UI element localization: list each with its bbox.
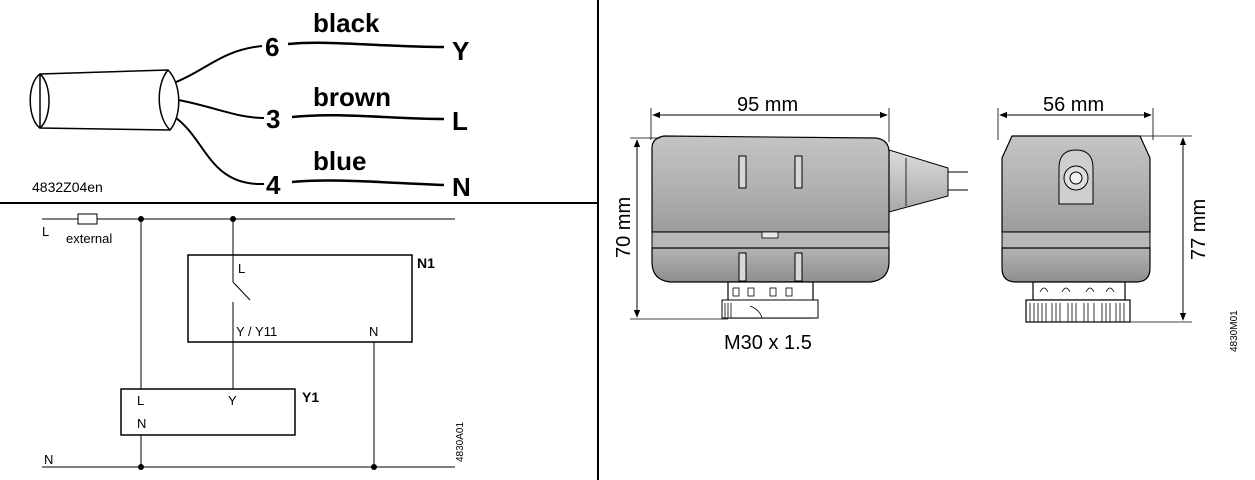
schematic-doc-code: 4830A01 [455, 422, 466, 462]
controller-name: N1 [417, 255, 435, 271]
controller-pin-L: L [238, 261, 245, 276]
wire-line-brown [291, 113, 445, 121]
vent-slot [738, 252, 747, 282]
wire-terminal-N: N [452, 172, 471, 202]
cable-illustration [29, 69, 180, 131]
line-L-label: L [42, 224, 49, 239]
wire-terminal-Y: Y [452, 36, 469, 66]
side-coupling [1032, 281, 1126, 301]
dimension-doc-code: 4830M01 [1229, 310, 1240, 352]
switch-contact [232, 281, 251, 301]
wiring-doc-code: 4832Z04en [32, 179, 103, 195]
front-body-upper [651, 135, 890, 233]
wiring-panel: 6 black Y 3 brown L 4 blue N 4832Z04en [29, 8, 471, 202]
line-N-label: N [44, 452, 53, 467]
wire-brown [177, 99, 265, 119]
junction-dot [371, 464, 377, 470]
front-height-label: 70 mm [613, 197, 635, 258]
wire-number-6: 6 [265, 32, 279, 62]
wire-number-4: 4 [266, 170, 281, 200]
junction-dot [230, 216, 236, 222]
wire-line-black [287, 41, 445, 49]
controller-pin-N: N [369, 324, 378, 339]
junction-dot [138, 216, 144, 222]
dimension-panel: 95 mm [613, 94, 1240, 354]
vent-slot [794, 155, 803, 189]
thread-label: M30 x 1.5 [724, 332, 812, 354]
front-view: 95 mm [613, 94, 968, 354]
controller-box [187, 254, 413, 343]
actuator-pin-N: N [137, 416, 146, 431]
side-height-label: 77 mm [1188, 199, 1210, 260]
wire-line-blue [291, 179, 445, 187]
junction-dot [138, 464, 144, 470]
actuator-box [120, 388, 296, 436]
wire-black [175, 45, 263, 83]
vent-slot [738, 155, 747, 189]
actuator-pin-Y: Y [228, 393, 237, 408]
front-body-lower [651, 247, 890, 283]
cable-gland [888, 149, 949, 213]
fuse-label: external [66, 231, 112, 246]
wire-color-black: black [313, 8, 380, 38]
schematic-panel: L external N N1 L Y / Y11 N Y1 L Y N 483… [42, 213, 466, 470]
side-width-label: 56 mm [1043, 94, 1104, 116]
side-body-lower [1001, 247, 1151, 283]
fuse-symbol [77, 213, 98, 225]
wire-color-brown: brown [313, 82, 391, 112]
vent-slot [794, 252, 803, 282]
front-width-label: 95 mm [737, 94, 798, 116]
side-band [1001, 231, 1151, 249]
wire-terminal-L: L [452, 106, 468, 136]
side-view: 56 mm [997, 94, 1240, 352]
wire-number-3: 3 [266, 104, 280, 134]
wire-color-blue: blue [313, 146, 366, 176]
actuator-name: Y1 [302, 389, 319, 405]
wire-blue [175, 117, 265, 186]
actuator-pin-L: L [137, 393, 144, 408]
controller-pin-Y: Y / Y11 [236, 324, 277, 339]
